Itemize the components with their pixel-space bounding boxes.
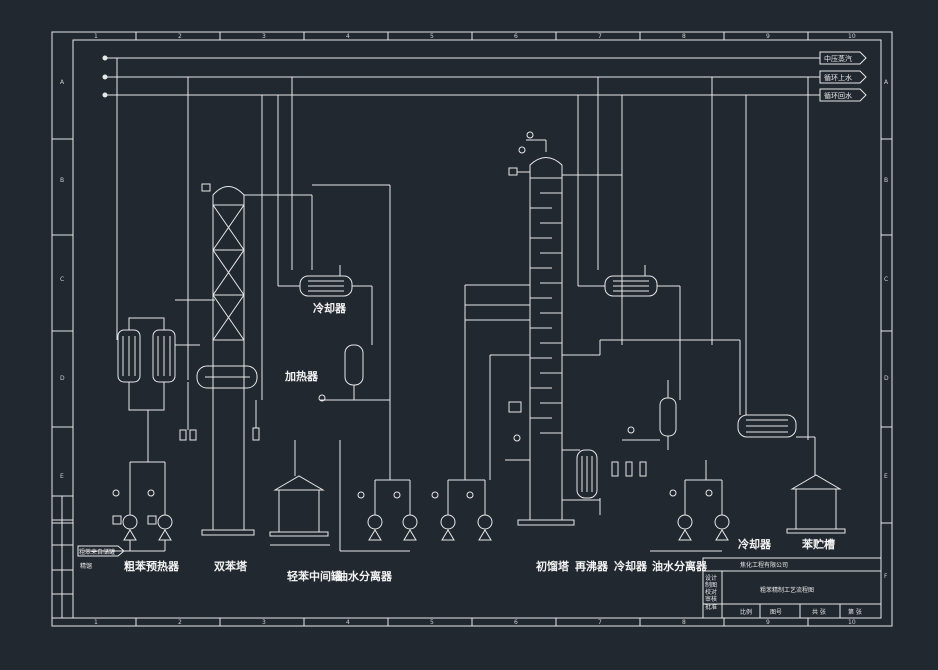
- row-label-left: A: [60, 79, 65, 86]
- separator-2: [599, 339, 740, 450]
- product-tank: [786, 474, 846, 534]
- row-label-left: D: [60, 375, 65, 382]
- title-row-label: 设计: [705, 574, 717, 582]
- preheater-exchangers: [117, 299, 215, 462]
- col-label-top: 5: [430, 33, 434, 40]
- product-tank-label: 苯贮槽: [801, 537, 835, 551]
- heater-label: 加热器: [284, 369, 319, 383]
- title-block: [702, 557, 882, 619]
- title-bottom-field: 比例: [740, 608, 752, 616]
- col-label-top: 10: [848, 33, 856, 40]
- debenzol-tower-label: 双苯塔: [214, 559, 248, 573]
- utility-drops: [116, 58, 809, 410]
- row-label-right: D: [884, 375, 889, 382]
- title-bottom-field: 共 张: [812, 608, 826, 616]
- col-label-bottom: 6: [514, 619, 518, 626]
- row-label-right: E: [884, 473, 888, 480]
- drain-label: 精馏: [80, 562, 92, 570]
- row-label-left: C: [60, 276, 64, 283]
- feed-label: 粗苯来自储罐: [79, 548, 115, 556]
- oil-water-sep-2-label: 油水分离器: [652, 559, 708, 573]
- col-label-bottom: 5: [430, 619, 434, 626]
- col-label-bottom: 8: [682, 619, 686, 626]
- oil-water-sep-1-label: 油水分离器: [337, 569, 393, 583]
- cooler-3-label: 冷却器: [738, 537, 772, 551]
- steam-header-label: 中压蒸汽: [824, 54, 852, 63]
- revision-table: [51, 495, 74, 619]
- fractionator-instruments: [505, 401, 530, 461]
- col-label-top: 8: [682, 33, 686, 40]
- cw-return-label: 循环回水: [824, 91, 852, 100]
- cooler-1: [277, 265, 373, 345]
- drawing-frame: [51, 31, 893, 627]
- cooler-1-label: 冷却器: [313, 301, 347, 315]
- drawing-title: 粗苯精制工艺流程图: [760, 586, 814, 594]
- col-label-top: 4: [346, 33, 350, 40]
- grid-ticks: [52, 32, 892, 626]
- col-label-top: 7: [598, 33, 602, 40]
- preheater-pumps: [77, 461, 173, 557]
- cw-supply-label: 循环上水: [824, 73, 852, 82]
- fractionator-column: [489, 131, 623, 526]
- fractionator-label: 初馏塔: [536, 559, 570, 573]
- row-label-right: A: [884, 79, 889, 86]
- row-label-left: B: [60, 177, 64, 184]
- row-label-right: F: [884, 573, 888, 580]
- title-row-label: 校对: [705, 588, 717, 596]
- col-label-bottom: 2: [178, 619, 182, 626]
- mid-tank: [269, 440, 330, 546]
- title-row-label: 制图: [705, 581, 717, 589]
- title-row-label: 审核: [705, 595, 717, 603]
- row-label-right: B: [884, 177, 888, 184]
- row-label-right: C: [884, 276, 888, 283]
- col-label-bottom: 10: [848, 619, 856, 626]
- cooler-2-label: 冷却器: [614, 559, 648, 573]
- col-label-bottom: 9: [766, 619, 770, 626]
- grid-labels: 1 2 3 4 5 6 7 8 9 10 1 2 3 4 5 6 7 8 9 1…: [60, 33, 889, 626]
- col-label-top: 2: [178, 33, 182, 40]
- pumps-group-2: [431, 284, 530, 541]
- heater-vessel: [312, 184, 391, 455]
- pumps-group-1: [339, 440, 418, 552]
- cooler-2: [577, 265, 681, 400]
- col-label-top: 9: [766, 33, 770, 40]
- title-row-label: 批准: [705, 603, 717, 611]
- title-bottom-field: 第 张: [848, 608, 862, 616]
- cooler-2-vessels: [611, 426, 660, 477]
- preheater-label: 粗苯预热器: [124, 559, 180, 573]
- col-label-top: 1: [94, 33, 98, 40]
- mid-tank-label: 轻苯中间罐: [287, 569, 342, 583]
- debenzol-tower: [196, 183, 313, 536]
- reboiler: [562, 449, 601, 515]
- row-label-left: E: [60, 473, 64, 480]
- company-name: 焦化工程有限公司: [740, 561, 788, 569]
- utility-headers: [102, 51, 867, 102]
- col-label-bottom: 7: [598, 619, 602, 626]
- col-label-top: 3: [262, 33, 266, 40]
- title-bottom-field: 图号: [770, 609, 782, 616]
- cooler-3: [737, 340, 816, 475]
- col-label-bottom: 4: [346, 619, 350, 626]
- col-label-bottom: 1: [94, 619, 98, 626]
- pumps-group-3: [650, 460, 730, 552]
- reboiler-label: 再沸器: [575, 559, 609, 573]
- col-label-top: 6: [514, 33, 518, 40]
- col-label-bottom: 3: [262, 619, 266, 626]
